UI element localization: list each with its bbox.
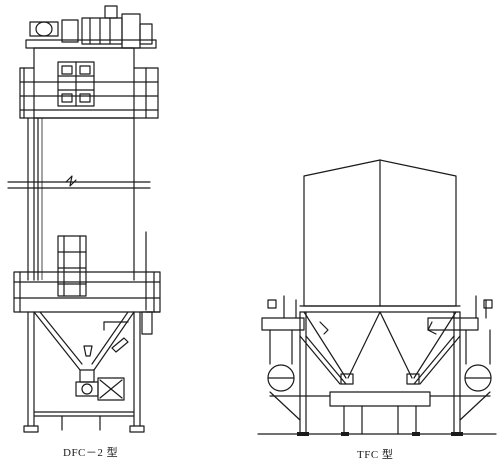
dfc2-main-body bbox=[7, 117, 151, 311]
tfc-body bbox=[299, 159, 461, 313]
left-caption: DFC－2 型 bbox=[63, 447, 119, 459]
dfc2-platform bbox=[13, 271, 161, 335]
dfc2-legs bbox=[23, 311, 145, 433]
dfc2-hopper bbox=[33, 311, 135, 383]
tfc-left-cyclone bbox=[261, 295, 305, 392]
dfc2-discharge-valve bbox=[75, 377, 125, 401]
right-caption: TFC 型 bbox=[357, 449, 394, 461]
tfc-base-frame bbox=[257, 311, 497, 436]
tfc-right-cyclone bbox=[427, 295, 493, 392]
dfc2-upper-housing bbox=[19, 47, 159, 119]
tfc-hoppers bbox=[303, 311, 457, 385]
dfc2-top-fan bbox=[25, 5, 157, 49]
